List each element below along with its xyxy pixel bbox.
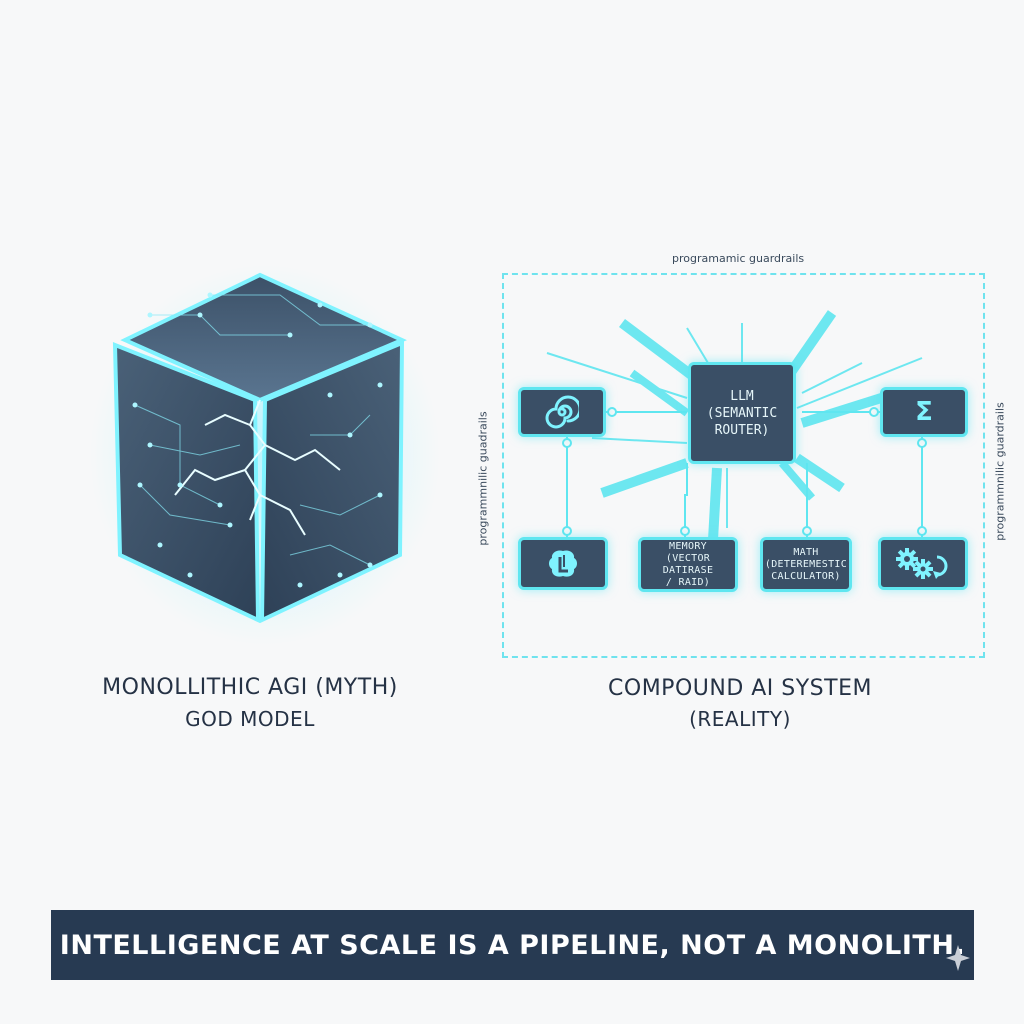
router-connections (546, 310, 927, 559)
tool-node-gears (878, 537, 968, 590)
memory-module: MEMORY (VECTOR DATIRASE / RAID) (638, 537, 738, 592)
brain-icon (549, 549, 577, 577)
memory-title: MEMORY (669, 540, 707, 552)
conclusion-text: INTELLIGENCE AT SCALE IS A PIPELINE, NOT… (59, 929, 966, 961)
monolith-cube (90, 265, 440, 645)
guardrail-label-left: programmnilic guadrails (476, 411, 490, 546)
tool-node-brain (518, 537, 608, 590)
monolith-caption-subtitle: GOD MODEL (185, 707, 315, 731)
guardrail-label-top: programamic guardrails (672, 252, 805, 265)
llm-label: LLM (730, 388, 754, 404)
math-module: MATH (DETEREMESTIC CALCULATOR) (760, 537, 852, 592)
memory-sub-1: (VECTOR DATIRASE (662, 552, 714, 576)
spiral-icon (545, 395, 579, 429)
math-sub-2: CALCULATOR) (771, 570, 841, 582)
memory-sub-2: / RAID) (665, 576, 711, 588)
sigma-icon: Σ (915, 397, 933, 427)
llm-sublabel-2: ROUTER) (714, 422, 770, 438)
compound-caption-subtitle: (REALITY) (689, 707, 791, 731)
sparkle-icon (946, 945, 970, 971)
llm-semantic-router: LLM (SEMANTIC ROUTER) (688, 362, 796, 464)
tool-node-sigma: Σ (880, 387, 968, 437)
monolith-caption-title: MONOLLITHIC AGI (MYTH) (102, 675, 398, 700)
guardrail-label-right: programmnilic guardrails (993, 402, 1007, 541)
math-title: MATH (793, 546, 819, 558)
compound-caption-title: COMPOUND AI SYSTEM (608, 676, 872, 701)
math-sub-1: (DETEREMESTIC (764, 558, 848, 570)
llm-sublabel-1: (SEMANTIC (706, 405, 778, 421)
gears-icon (896, 547, 948, 579)
conclusion-banner: INTELLIGENCE AT SCALE IS A PIPELINE, NOT… (51, 910, 974, 980)
tool-node-spiral (518, 387, 606, 437)
guardrail-boundary (502, 273, 985, 658)
